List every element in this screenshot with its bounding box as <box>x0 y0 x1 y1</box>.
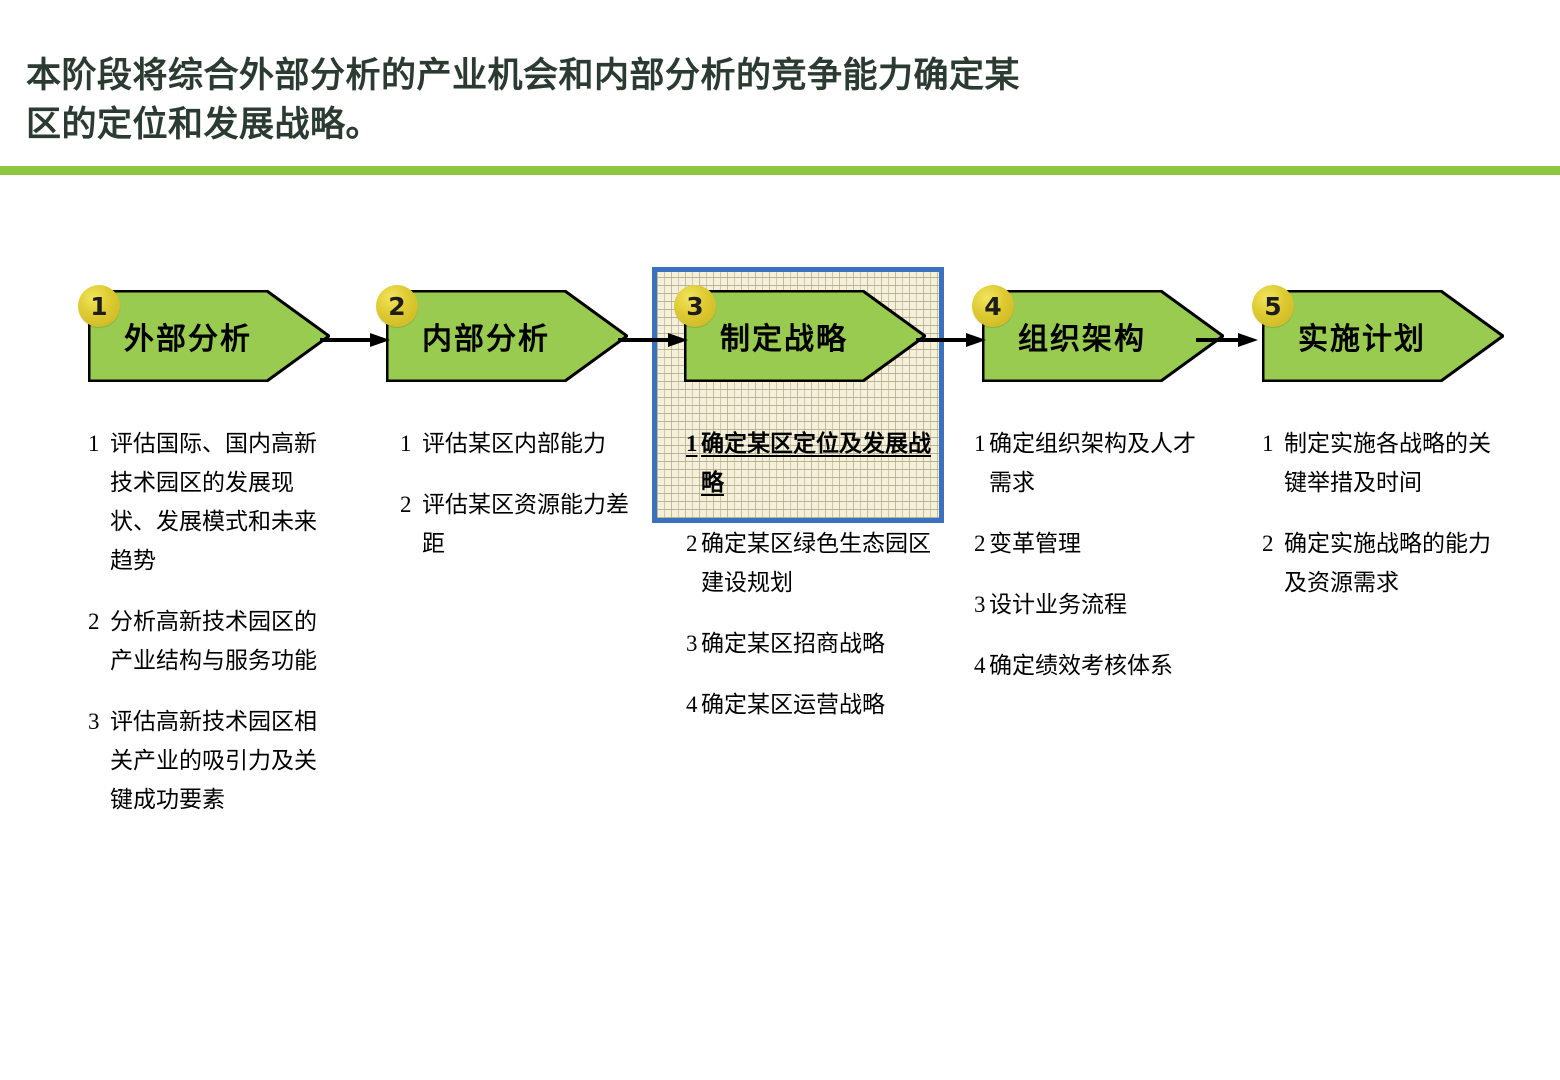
bullet-text: 评估某区内部能力 <box>422 431 606 456</box>
bullet-number: 3 <box>88 709 100 734</box>
step-badge-2: 2 <box>376 285 418 327</box>
bullet-number: 1 <box>686 431 698 456</box>
bullet-item: 2 评估某区资源能力差距 <box>400 485 640 563</box>
flow-arrow-1-to-2 <box>320 332 390 348</box>
detail-column-1: 1 评估国际、国内高新技术园区的发展现状、发展模式和未来趋势 2 分析高新技术园区的产… <box>88 424 338 841</box>
flow-arrow-3-to-4 <box>916 332 986 348</box>
bullet-item: 2 分析高新技术园区的产业结构与服务功能 <box>88 602 338 680</box>
bullet-text: 评估高新技术园区相关产业的吸引力及关键成功要素 <box>110 709 317 812</box>
title-divider <box>0 166 1560 175</box>
bullet-text: 制定实施各战略的关键举措及时间 <box>1284 431 1491 495</box>
bullet-number: 4 <box>686 692 698 717</box>
bullet-number: 2 <box>88 609 100 634</box>
bullet-text: 变革管理 <box>989 531 1081 556</box>
bullet-number: 1 <box>400 431 412 456</box>
bullet-text: 评估国际、国内高新技术园区的发展现状、发展模式和未来趋势 <box>110 431 317 573</box>
bullet-number: 2 <box>686 531 698 556</box>
process-step-1[interactable]: 外部分析 1 <box>78 285 330 382</box>
flow-arrow-2-to-3 <box>618 332 688 348</box>
step-badge-4: 4 <box>972 285 1014 327</box>
process-step-3[interactable]: 制定战略 3 <box>674 285 926 382</box>
process-step-2[interactable]: 内部分析 2 <box>376 285 628 382</box>
detail-column-5: 1 制定实施各战略的关键举措及时间 2 确定实施战略的能力及资源需求 <box>1262 424 1512 624</box>
bullet-number: 2 <box>974 531 986 556</box>
bullet-number: 1 <box>974 431 986 456</box>
bullet-item: 1 评估某区内部能力 <box>400 424 640 463</box>
bullet-text: 确定某区招商战略 <box>701 631 885 656</box>
bullet-number: 2 <box>1262 531 1274 556</box>
bullet-text: 确定某区定位及发展战略 <box>701 431 931 495</box>
bullet-number: 2 <box>400 492 412 517</box>
bullet-number: 3 <box>974 592 986 617</box>
step-badge-3: 3 <box>674 285 716 327</box>
bullet-text: 确定某区绿色生态园区建设规划 <box>701 531 931 595</box>
flow-arrow-4-to-5 <box>1196 332 1258 348</box>
bullet-text: 确定绩效考核体系 <box>989 653 1173 678</box>
bullet-text: 确定组织架构及人才需求 <box>989 431 1196 495</box>
bullet-item: 1 制定实施各战略的关键举措及时间 <box>1262 424 1512 502</box>
process-step-4[interactable]: 组织架构 4 <box>972 285 1224 382</box>
bullet-text: 分析高新技术园区的产业结构与服务功能 <box>110 609 317 673</box>
step-badge-1: 1 <box>78 285 120 327</box>
bullet-item: 2 确定实施战略的能力及资源需求 <box>1262 524 1512 602</box>
bullet-item: 1 评估国际、国内高新技术园区的发展现状、发展模式和未来趋势 <box>88 424 338 580</box>
detail-column-2: 1 评估某区内部能力 2 评估某区资源能力差距 <box>400 424 640 585</box>
bullet-text: 评估某区资源能力差距 <box>422 492 629 556</box>
bullet-item: 3 评估高新技术园区相关产业的吸引力及关键成功要素 <box>88 702 338 819</box>
process-step-5[interactable]: 实施计划 5 <box>1252 285 1504 382</box>
bullet-number: 1 <box>1262 431 1274 456</box>
bullet-text: 设计业务流程 <box>989 592 1127 617</box>
bullet-number: 1 <box>88 431 100 456</box>
bullet-text: 确定某区运营战略 <box>701 692 885 717</box>
bullet-text: 确定实施战略的能力及资源需求 <box>1284 531 1491 595</box>
bullet-number: 4 <box>974 653 986 678</box>
bullet-number: 3 <box>686 631 698 656</box>
step-badge-5: 5 <box>1252 285 1294 327</box>
page-title: 本阶段将综合外部分析的产业机会和内部分析的竞争能力确定某 区的定位和发展战略。 <box>26 56 1021 145</box>
